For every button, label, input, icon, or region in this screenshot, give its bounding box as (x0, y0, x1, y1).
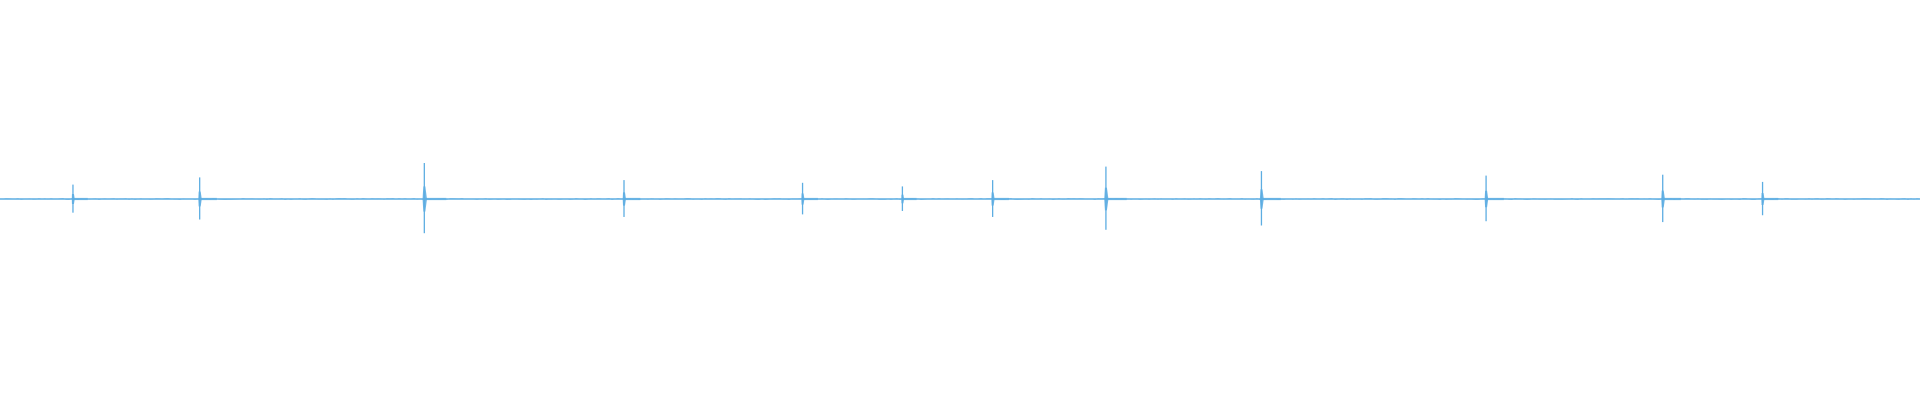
waveform-spike (1661, 174, 1681, 223)
waveform-noise (0, 197, 1920, 201)
waveform-spike (1259, 171, 1281, 226)
waveform-spike (622, 180, 641, 217)
waveform-spike (1761, 181, 1779, 216)
waveform-spike (1484, 175, 1504, 222)
waveform-spike (71, 184, 88, 213)
waveform-spike (901, 186, 917, 211)
waveform-spike (1104, 166, 1127, 230)
waveform-spike (422, 163, 447, 234)
waveform-spike (198, 177, 217, 220)
waveform-spike (801, 182, 818, 215)
waveform-spike (991, 180, 1009, 217)
